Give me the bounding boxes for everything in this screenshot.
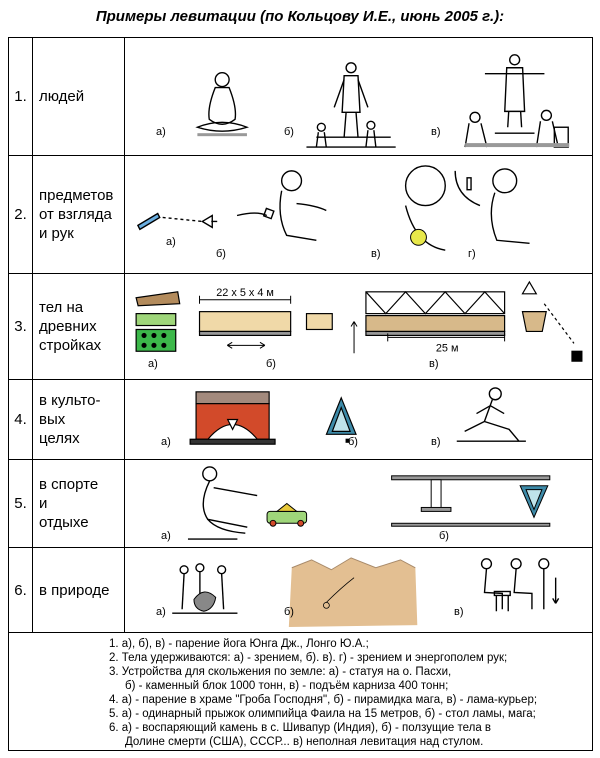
footnotes: 1. а), б), в) - парение йога Юнга Дж., Л… [9, 633, 592, 750]
page-title: Примеры левитации (по Кольцову И.Е., июн… [95, 8, 505, 25]
row-label: в природе [33, 548, 125, 632]
table-row: 4. в культо- вых целях [9, 380, 592, 460]
row-illustrations: а) б) в) [126, 38, 592, 155]
table-row: 6. в природе [9, 548, 592, 633]
row-illustrations: а) б) в) г) [126, 156, 592, 273]
note-line: б) - каменный блок 1000 тонн, в) - подъё… [125, 680, 449, 692]
row-illustrations: 22 x 5 x 4 м 25 м а) б) в) [126, 274, 592, 379]
note-line: Долине смерти (США), СССР... в) неполная… [125, 736, 484, 748]
note-line: 1. а), б), в) - парение йога Юнга Дж., Л… [109, 638, 369, 650]
cornice-length-label: 25 м [436, 342, 459, 354]
row-number: 2. [9, 156, 33, 273]
ancient-construction-illustration: 22 x 5 x 4 м 25 м [135, 280, 583, 362]
caption-b: б) [266, 358, 276, 370]
table-row: 2. предметов от взгляда и рук [9, 156, 592, 274]
row-label: людей [33, 38, 125, 155]
caption-a: а) [156, 126, 166, 138]
note-line: 4. а) - парение в храме "Гроба Господня"… [109, 694, 538, 706]
sport-levitation-illustration [187, 466, 551, 540]
caption-b: б) [284, 126, 294, 138]
row-label: в культо- вых целях [33, 380, 125, 459]
note-line: 5. а) - одинарный прыжок олимпийца Фаила… [109, 708, 536, 720]
caption-a: а) [161, 436, 171, 448]
caption-c: в) [454, 606, 464, 618]
row-illustrations: а) б) в) [126, 380, 592, 459]
caption-b: б) [216, 248, 226, 260]
objects-levitation-illustration [136, 165, 530, 251]
caption-b: б) [439, 530, 449, 542]
table-row: 3. тел на древних стройках [9, 274, 592, 380]
caption-a: а) [166, 236, 176, 248]
note-line: 6. а) - воспаряющий камень в с. Шивапур … [109, 722, 492, 734]
row-label: в спорте и отдыхе [33, 460, 125, 547]
caption-b: б) [284, 606, 294, 618]
row-number: 5. [9, 460, 33, 547]
row-illustrations: а) б) [126, 460, 592, 547]
block-dimensions-label: 22 x 5 x 4 м [216, 287, 274, 299]
nature-levitation-illustration [172, 557, 560, 628]
people-levitation-illustration [195, 54, 570, 148]
row-number: 3. [9, 274, 33, 379]
caption-b: б) [348, 436, 358, 448]
row-illustrations: а) б) в) [126, 548, 592, 632]
caption-c: в) [431, 436, 441, 448]
row-number: 4. [9, 380, 33, 459]
caption-d: г) [468, 248, 476, 260]
caption-a: а) [156, 606, 166, 618]
note-line: 3. Устройства для скольжения по земле: а… [109, 666, 452, 678]
caption-a: а) [161, 530, 171, 542]
row-label: тел на древних стройках [33, 274, 125, 379]
row-label: предметов от взгляда и рук [33, 156, 125, 273]
table-row: 5. в спорте и отдыхе [9, 460, 592, 548]
row-number: 1. [9, 38, 33, 155]
caption-c: в) [371, 248, 381, 260]
caption-c: в) [431, 126, 441, 138]
caption-a: а) [148, 358, 158, 370]
note-line: 2. Тела удерживаются: а) - зрением, б). … [109, 652, 508, 664]
row-number: 6. [9, 548, 33, 632]
table-row: 1. людей [9, 38, 592, 156]
caption-c: в) [429, 358, 439, 370]
levitation-table: 1. людей [8, 37, 593, 751]
cult-levitation-illustration [189, 387, 526, 445]
